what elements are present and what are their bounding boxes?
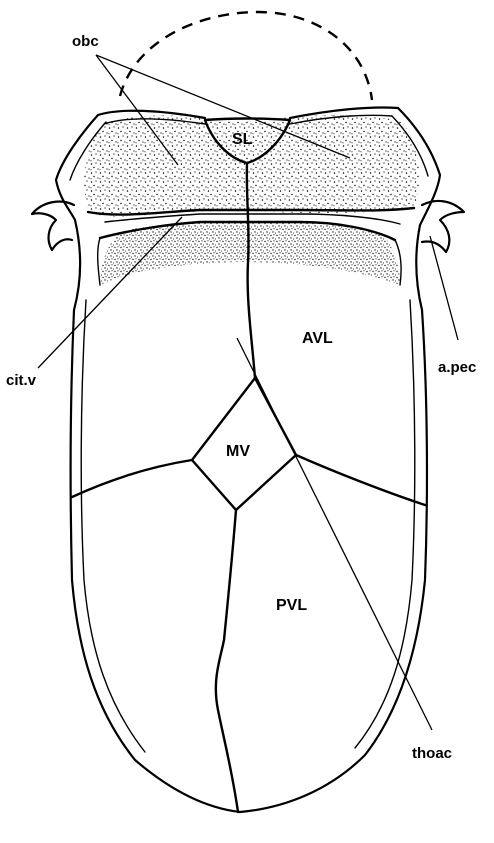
label-mv: MV <box>226 443 250 460</box>
armour-outline-inner-right <box>355 300 415 748</box>
label-avl: AVL <box>302 330 333 347</box>
cit-v-band-left-end <box>98 238 100 285</box>
median-suture-posterior <box>216 510 238 812</box>
transverse-suture-left <box>72 460 192 497</box>
leader-thoac <box>237 338 432 730</box>
label-thoac: thoac <box>412 745 452 762</box>
label-pvl: PVL <box>276 597 307 614</box>
dashed-outline-arc <box>120 12 372 100</box>
label-a-pec: a.pec <box>438 359 476 376</box>
orbital-area-lower <box>100 222 400 285</box>
label-obc: obc <box>72 33 99 50</box>
leader-a-pec <box>430 236 458 340</box>
label-cit-v: cit.v <box>6 372 37 389</box>
label-sl: SL <box>232 131 253 148</box>
armour-outline-inner-left <box>81 300 145 752</box>
leader-cit-v <box>38 217 182 368</box>
transverse-suture-right <box>296 455 425 505</box>
